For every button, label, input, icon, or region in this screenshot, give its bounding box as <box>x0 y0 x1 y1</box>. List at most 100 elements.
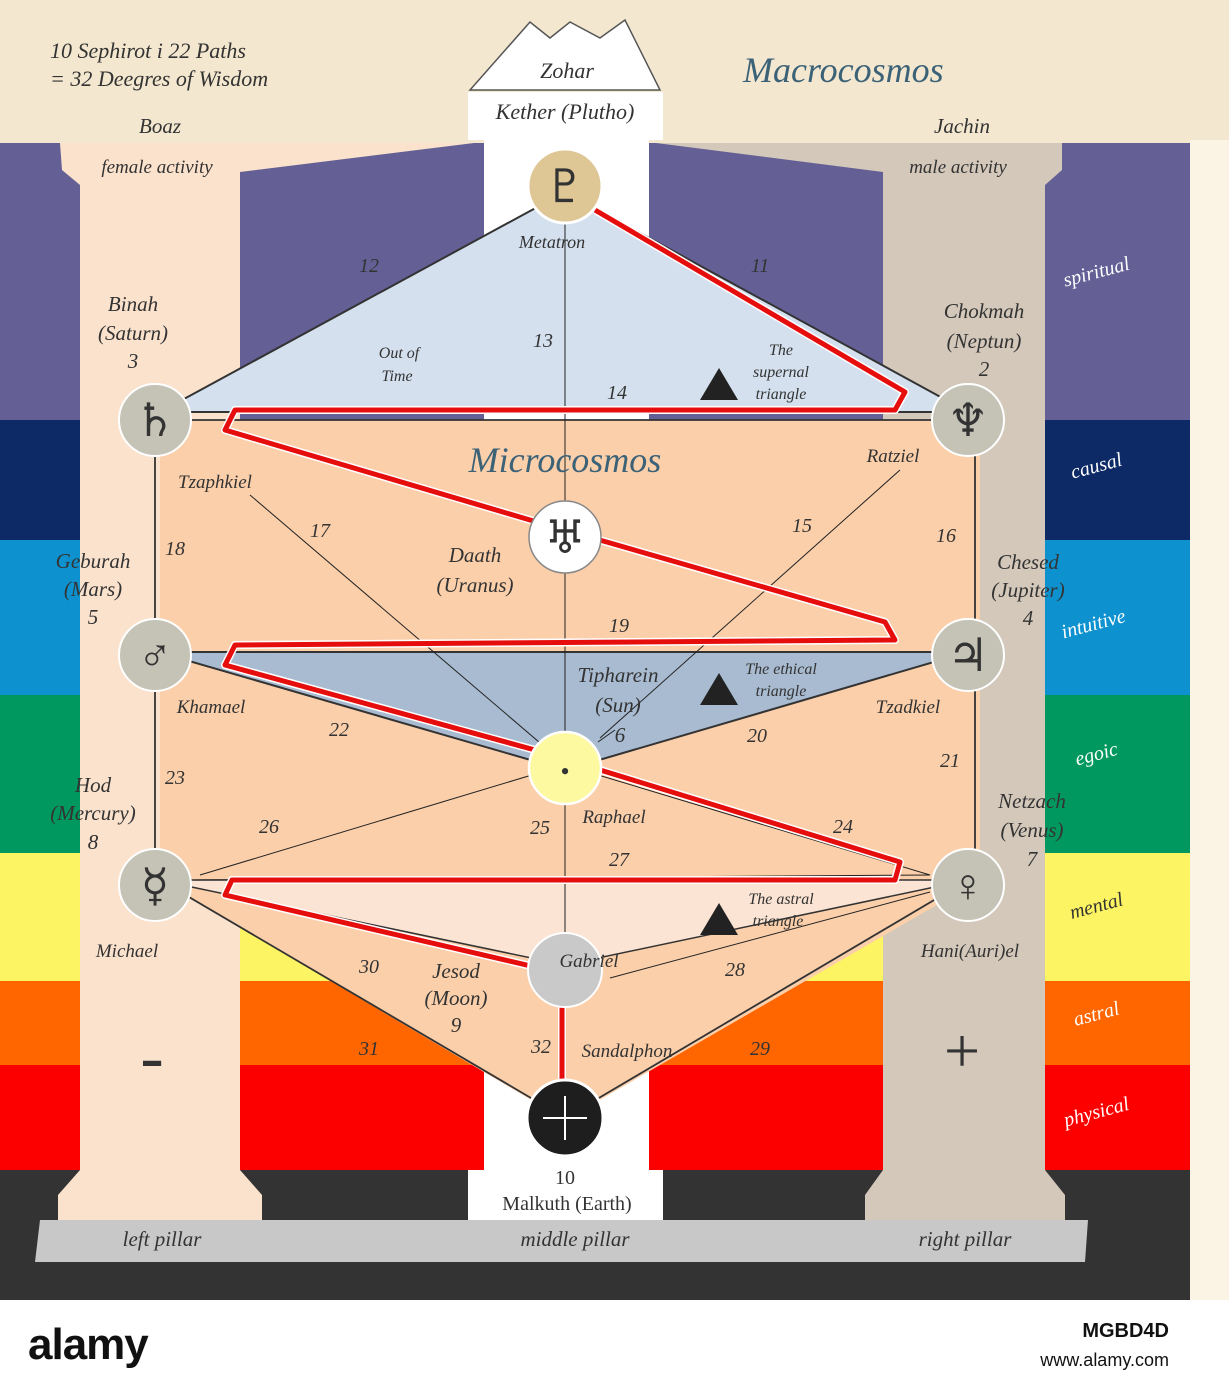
kether-name: Kether (Plutho) <box>495 99 635 124</box>
yesod-number: 9 <box>451 1013 462 1037</box>
supernal-label-3: triangle <box>756 386 807 403</box>
venus-icon: ♀ <box>951 860 986 911</box>
alamy-logo: alamy <box>28 1320 149 1369</box>
image-id: MGBD4D <box>1082 1320 1169 1342</box>
path-number-32: 32 <box>530 1036 551 1058</box>
chesed-planet: (Jupiter) <box>991 578 1064 602</box>
path-number-26: 26 <box>259 816 279 838</box>
haniel-label: Hani(Auri)el <box>920 941 1019 962</box>
daath-circle <box>528 500 602 574</box>
netzach-number: 7 <box>1027 847 1039 871</box>
middle-pillar-label: middle pillar <box>520 1227 630 1251</box>
plus-sign: + <box>944 1015 980 1086</box>
daath-name: Daath <box>448 543 502 567</box>
supernal-label-2: supernal <box>753 364 810 381</box>
saturn-icon: ♄ <box>134 395 175 446</box>
gabriel-label: Gabriel <box>559 951 618 972</box>
metatron-label: Metatron <box>518 232 585 252</box>
yesod-circle <box>527 932 603 1008</box>
path-number-28: 28 <box>725 959 745 981</box>
chokmah-planet: (Neptun) <box>947 329 1022 353</box>
watermark-footer: alamy MGBD4D www.alamy.com <box>0 1300 1229 1390</box>
path-number-21: 21 <box>940 750 960 772</box>
sandalphon-label: Sandalphon <box>582 1041 673 1062</box>
hod-planet: (Mercury) <box>50 801 136 825</box>
tzaphkiel-label: Tzaphkiel <box>178 472 252 493</box>
geburah-circle <box>118 618 192 692</box>
path-number-18: 18 <box>165 538 185 560</box>
path-number-20: 20 <box>747 725 767 747</box>
planet-symbols: ♇ ♄ ♆ ♅ ♂ ♃ • ☿ ♀ <box>134 161 988 911</box>
tree-diagram-svg: ♇ ♄ ♆ ♅ ♂ ♃ • ☿ ♀ spiritual causal intui… <box>0 18 1229 1300</box>
ethical-label-1: The ethical <box>745 661 817 678</box>
ratziel-label: Ratziel <box>866 446 920 467</box>
macrocosmos-title: Macrocosmos <box>742 50 944 90</box>
earth-icon <box>543 1096 587 1140</box>
outoftime-label-2: Time <box>381 368 412 385</box>
tiphareth-circle <box>527 730 603 806</box>
path-number-15: 15 <box>792 515 812 537</box>
mars-icon: ♂ <box>138 630 173 681</box>
malkuth-number: 10 <box>555 1167 575 1189</box>
tiphareth-name: Tipharein <box>578 663 659 687</box>
path-number-12: 12 <box>359 255 379 277</box>
binah-number: 3 <box>127 349 139 373</box>
raphael-label: Raphael <box>581 807 645 828</box>
middle-pillar-base <box>468 1170 663 1220</box>
uranus-icon: ♅ <box>544 512 585 563</box>
binah-circle <box>118 383 192 457</box>
path-number-30: 30 <box>358 956 379 978</box>
geburah-number: 5 <box>88 605 99 629</box>
khamael-label: Khamael <box>176 697 246 718</box>
sephirot-circles <box>118 147 1005 1158</box>
chesed-name: Chesed <box>997 550 1059 574</box>
lightning-flash <box>222 207 908 1085</box>
tiphareth-number: 6 <box>615 723 626 747</box>
microcosmos-title: Microcosmos <box>468 440 662 480</box>
chesed-number: 4 <box>1023 606 1034 630</box>
path-number-17: 17 <box>310 520 331 542</box>
path-number-19: 19 <box>609 615 629 637</box>
pluto-icon: ♇ <box>544 161 585 212</box>
zohar-label: Zohar <box>540 58 594 83</box>
path-numbers: 11 12 13 14 15 16 17 18 19 20 21 22 23 2… <box>165 255 960 1060</box>
base-plinth <box>35 1220 1088 1262</box>
chokmah-number: 2 <box>979 357 990 381</box>
sun-icon: • <box>560 757 569 786</box>
daath-planet: (Uranus) <box>437 573 514 597</box>
path-number-13: 13 <box>533 330 553 352</box>
formula-line-1: 10 Sephirot i 22 Paths <box>50 38 246 63</box>
zohar-crown <box>468 18 662 91</box>
netzach-circle <box>931 848 1005 922</box>
minus-sign: - <box>140 1019 163 1096</box>
malkuth-name: Malkuth (Earth) <box>502 1193 631 1215</box>
kether-circle <box>526 147 604 225</box>
chokmah-circle <box>931 383 1005 457</box>
yesod-planet: (Moon) <box>425 986 488 1010</box>
tzadkiel-label: Tzadkiel <box>876 697 940 718</box>
michael-label: Michael <box>95 941 158 962</box>
chokmah-name: Chokmah <box>944 299 1025 323</box>
path-number-31: 31 <box>358 1038 379 1060</box>
ethical-label-2: triangle <box>756 683 807 700</box>
path-number-16: 16 <box>936 525 956 547</box>
alamy-url: www.alamy.com <box>1040 1350 1169 1370</box>
supernal-triangle-marker <box>700 368 738 400</box>
binah-planet: (Saturn) <box>98 321 168 345</box>
tiphareth-planet: (Sun) <box>595 693 641 717</box>
right-pillar-label: right pillar <box>919 1227 1013 1251</box>
path-number-14: 14 <box>607 382 627 404</box>
jupiter-icon: ♃ <box>947 630 988 681</box>
binah-name: Binah <box>108 292 158 316</box>
female-activity-label: female activity <box>101 157 213 178</box>
jachin-label: Jachin <box>934 114 990 138</box>
path-number-22: 22 <box>329 719 349 741</box>
netzach-name: Netzach <box>997 789 1066 813</box>
ethical-triangle <box>157 651 969 772</box>
mercury-icon: ☿ <box>141 860 169 911</box>
path-number-25: 25 <box>530 817 550 839</box>
formula-line-2: = 32 Deegres of Wisdom <box>50 66 268 91</box>
geburah-name: Geburah <box>56 549 131 573</box>
neptune-icon: ♆ <box>947 395 988 446</box>
